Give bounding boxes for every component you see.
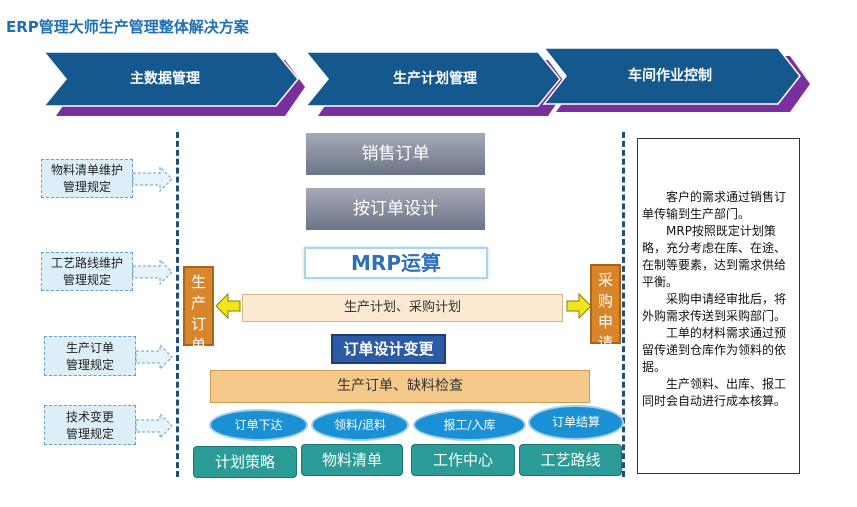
stage-1-chevron — [42, 51, 299, 107]
purchase-request-side-label: 采 购 申 请 — [590, 264, 621, 352]
stage-2-chevron — [304, 51, 561, 107]
note-arrow-4 — [135, 412, 173, 440]
side-right-char-1: 采 — [597, 271, 613, 289]
sales-order-box: 销售订单 — [306, 133, 485, 175]
note-routing-line-2: 管理规定 — [62, 273, 111, 287]
side-right-char-2: 购 — [597, 292, 613, 310]
right-divider — [622, 132, 625, 477]
note-order-line-2: 管理规定 — [65, 358, 114, 372]
stage-label-shop-floor-control: 车间作业控制 — [628, 68, 712, 84]
side-left-char-3: 订 — [190, 315, 206, 333]
note-order-line-1: 生产订单 — [65, 341, 114, 355]
side-left-char-2: 产 — [190, 294, 206, 312]
side-left-char-4: 单 — [190, 336, 206, 354]
note-order-rules: 生产订单 管理规定 — [44, 336, 136, 376]
ellipse-material-issue: 领料/退料 — [311, 409, 409, 441]
description-para-5: 生产领料、出库、报工同时会自动进行成本核算。 — [642, 377, 787, 408]
shortage-check-bar: 生产订单、缺料检查 — [210, 370, 590, 403]
note-eco-line-1: 技术变更 — [65, 410, 114, 424]
note-arrow-2 — [132, 258, 173, 286]
process-chevrons — [42, 47, 810, 116]
page-title: ERP管理大师生产管理整体解决方案 — [6, 18, 249, 36]
note-arrow-1 — [132, 165, 173, 193]
description-para-3: 采购申请经审批后，将外购需求传送到采购部门。 — [642, 292, 787, 323]
note-bom-line-2: 管理规定 — [62, 180, 111, 194]
description-panel: 客户的需求通过销售订单传输到生产部门。 MRP按照既定计划策略，充分考虑在库、在… — [637, 138, 800, 474]
side-left-char-1: 生 — [190, 273, 206, 291]
note-routing-line-1: 工艺路线维护 — [50, 256, 123, 270]
left-yellow-arrow-icon — [215, 292, 241, 320]
mrp-box: MRP运算 — [304, 247, 488, 279]
side-right-char-4: 请 — [597, 334, 613, 352]
stage-3-chevron — [542, 47, 801, 105]
description-para-2: MRP按照既定计划策略，充分考虑在库、在途、在制等要素，达到需求供给平衡。 — [642, 224, 787, 289]
note-arrows — [132, 165, 173, 440]
note-bom-rules: 物料清单维护 管理规定 — [41, 159, 133, 198]
ellipse-order-release: 订单下达 — [209, 409, 308, 441]
left-divider — [176, 132, 179, 477]
note-routing-rules: 工艺路线维护 管理规定 — [41, 252, 133, 291]
base-work-center: 工作中心 — [411, 444, 515, 476]
ellipse-order-settlement: 订单结算 — [528, 405, 624, 440]
description-para-1: 客户的需求通过销售订单传输到生产部门。 — [642, 190, 787, 221]
note-bom-line-1: 物料清单维护 — [50, 163, 123, 177]
stage-label-master-data: 主数据管理 — [130, 71, 200, 87]
right-yellow-arrow-icon — [566, 292, 592, 320]
production-order-side-label: 生 产 订 单 — [183, 266, 214, 354]
note-eco-line-2: 管理规定 — [65, 427, 114, 441]
design-change-box: 订单设计变更 — [331, 334, 446, 364]
base-routing: 工艺路线 — [519, 444, 622, 476]
base-bom: 物料清单 — [301, 444, 403, 476]
note-arrow-3 — [135, 343, 173, 371]
note-eco-rules: 技术变更 管理规定 — [44, 405, 136, 445]
side-right-char-3: 申 — [597, 313, 613, 331]
description-para-4: 工单的材料需求通过预留传递到仓库作为领料的依据。 — [642, 326, 787, 374]
stage-label-production-planning: 生产计划管理 — [393, 71, 477, 87]
plan-bar: 生产计划、采购计划 — [242, 294, 563, 322]
ellipse-report-receipt: 报工/入库 — [413, 409, 526, 441]
order-design-box: 按订单设计 — [306, 188, 485, 230]
base-planning-strategy: 计划策略 — [193, 446, 297, 478]
